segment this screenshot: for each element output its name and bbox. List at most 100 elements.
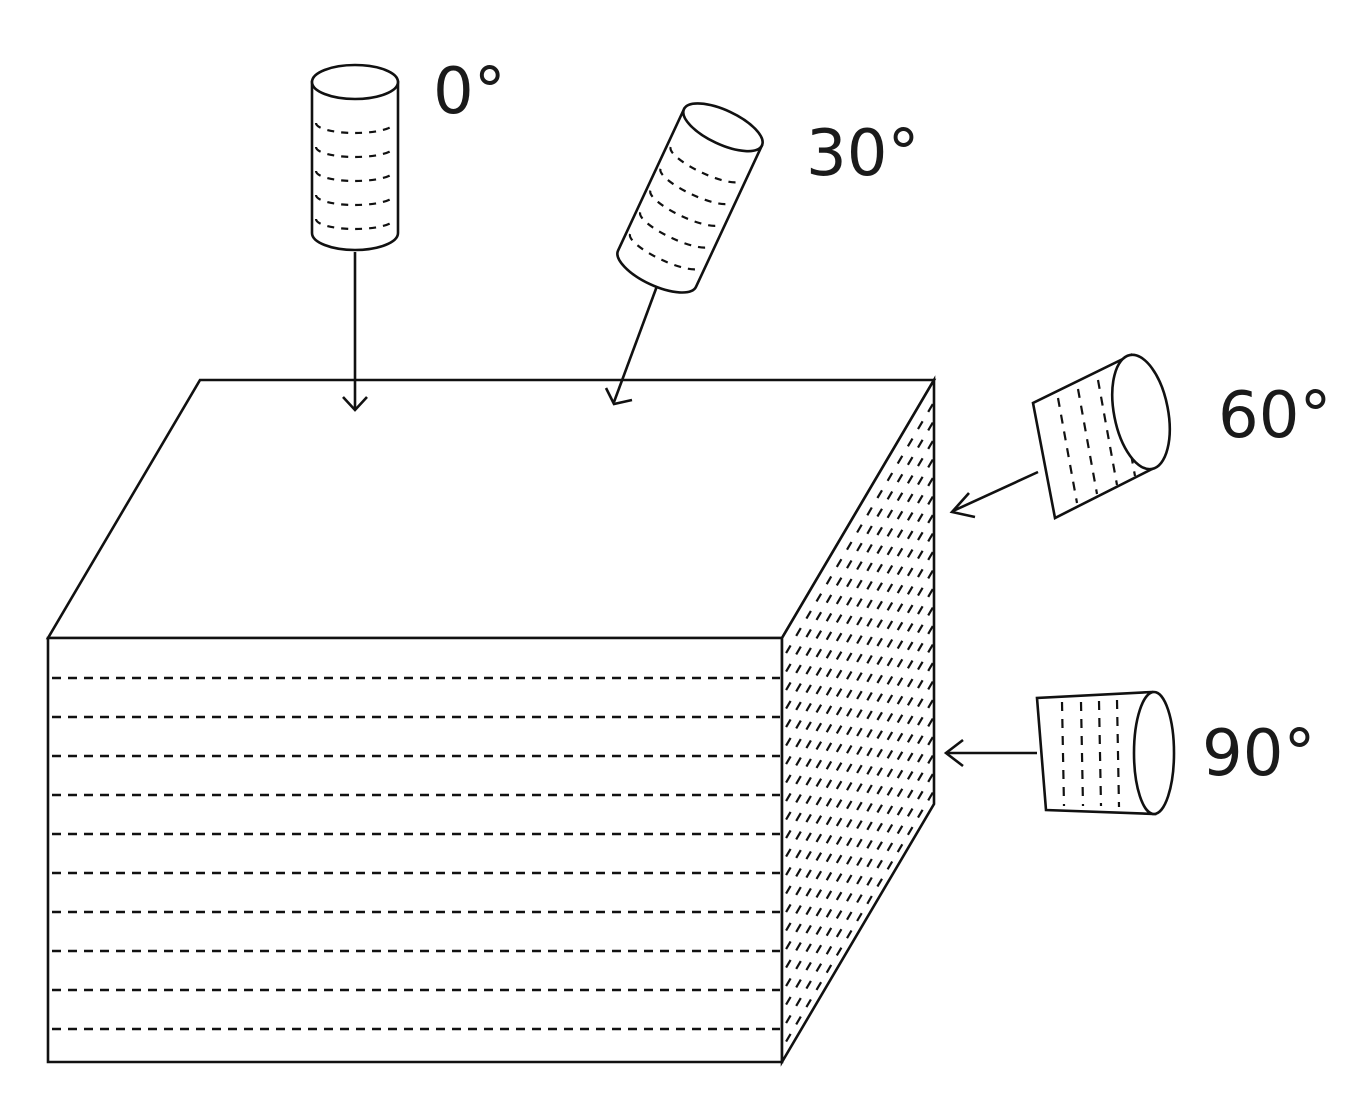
- side-layer-dash: [825, 816, 833, 826]
- side-layer-dash: [866, 599, 873, 609]
- side-layer-dash: [866, 580, 873, 590]
- side-layer-dash: [896, 473, 904, 483]
- side-layer-dash: [906, 715, 914, 725]
- side-layer-dash: [835, 799, 843, 808]
- side-layer-dash: [846, 726, 853, 736]
- side-layer-dash: [866, 802, 873, 812]
- side-layer-dash: [846, 707, 853, 717]
- side-layer-dash: [805, 850, 812, 860]
- side-layer-dash: [856, 875, 863, 885]
- side-layer-dash: [785, 755, 792, 765]
- probe-0deg: [310, 63, 400, 412]
- side-layer-dash: [835, 614, 843, 623]
- side-layer-dash: [825, 908, 833, 918]
- side-layer-dash: [927, 681, 934, 690]
- side-layer-dash: [835, 632, 843, 642]
- side-layer-dash: [886, 527, 894, 537]
- side-layer-dash: [917, 772, 924, 782]
- side-layer-dash: [785, 774, 792, 784]
- side-layer-dash: [927, 403, 934, 413]
- side-layer-dash: [835, 873, 843, 882]
- angle-label-30: 30°: [806, 117, 919, 191]
- side-layer-dash: [906, 567, 914, 577]
- side-layer-dash: [815, 648, 823, 658]
- side-layer-dash: [927, 477, 934, 487]
- side-layer-dash: [825, 742, 833, 752]
- layered-block: [45, 375, 937, 1067]
- side-layer-dash: [876, 526, 883, 536]
- side-layer-dash: [785, 959, 792, 969]
- side-layer-dash: [896, 806, 904, 816]
- side-layer-dash: [896, 769, 904, 779]
- side-layer-dash: [785, 1014, 792, 1024]
- side-layer-dash: [856, 709, 863, 719]
- side-layer-dash: [927, 644, 934, 653]
- side-layer-dash: [835, 688, 843, 697]
- side-layer-dash: [805, 665, 812, 675]
- probe-30deg: [604, 102, 764, 406]
- side-layer-dash: [906, 530, 914, 540]
- side-layer-dash: [927, 699, 934, 709]
- side-layer-dash: [886, 805, 894, 815]
- side-layer-dash: [785, 903, 792, 913]
- side-layer-dash: [876, 804, 883, 814]
- side-layer-dash: [896, 547, 904, 557]
- side-layer-dash: [896, 695, 904, 705]
- side-layer-dash: [927, 792, 934, 801]
- side-layer-dash: [906, 604, 914, 614]
- side-layer-dash: [876, 693, 883, 703]
- side-layer-dash: [795, 942, 802, 951]
- side-layer-dash: [886, 768, 894, 778]
- side-layer-dash: [886, 786, 894, 796]
- side-layer-dash: [886, 823, 894, 833]
- side-layer-dash: [896, 566, 904, 576]
- side-layer-dash: [825, 723, 833, 733]
- side-layer-dash: [856, 783, 863, 793]
- side-layer-dash: [856, 894, 863, 904]
- side-layer-dash: [886, 638, 894, 648]
- side-layer-dash: [785, 644, 792, 654]
- side-layer-dash: [906, 549, 914, 558]
- side-layer-dash: [856, 857, 863, 867]
- side-layer-dash: [835, 854, 843, 864]
- side-layer-dash: [866, 858, 873, 868]
- side-layer-dash: [917, 809, 924, 819]
- side-layer-dash: [886, 620, 894, 630]
- side-layer-dash: [896, 788, 904, 798]
- side-layer-dash: [856, 764, 863, 774]
- side-layer-dash: [906, 771, 914, 780]
- side-layer-dash: [927, 588, 934, 598]
- angle-label-60: 60°: [1218, 379, 1331, 453]
- side-layer-dash: [866, 747, 873, 757]
- probe-30deg-top: [682, 102, 764, 153]
- side-layer-dash: [825, 649, 833, 659]
- side-layer-dash: [785, 940, 792, 950]
- probe-30deg-arrowhead: [604, 387, 633, 406]
- side-layer-dash: [876, 508, 883, 518]
- side-layer-dash: [927, 514, 934, 524]
- side-layer-dash: [805, 776, 812, 786]
- side-layer-dash: [835, 725, 843, 734]
- side-layer-dash: [906, 438, 914, 447]
- side-layer-dash: [856, 653, 863, 663]
- side-layer-dash: [856, 598, 863, 608]
- side-layer-dash: [846, 800, 853, 810]
- side-layer-dash: [815, 630, 823, 639]
- side-layer-dash: [896, 603, 904, 613]
- block-front-face: [46, 636, 784, 1064]
- side-layer-dash: [785, 718, 792, 728]
- side-layer-dash: [795, 1016, 802, 1025]
- side-layer-dash: [866, 710, 873, 720]
- side-layer-dash: [825, 686, 833, 696]
- side-layer-dash: [856, 635, 863, 645]
- side-layer-dash: [846, 892, 853, 902]
- side-layer-dash: [825, 890, 833, 900]
- side-layer-dash: [835, 558, 843, 568]
- side-layer-dash: [866, 895, 873, 905]
- side-layer-dash: [876, 545, 883, 555]
- side-layer-dash: [866, 525, 873, 535]
- side-layer-dash: [846, 837, 853, 847]
- side-layer-dash: [876, 878, 883, 888]
- side-layer-dash: [906, 678, 914, 688]
- side-layer-dash: [815, 759, 823, 769]
